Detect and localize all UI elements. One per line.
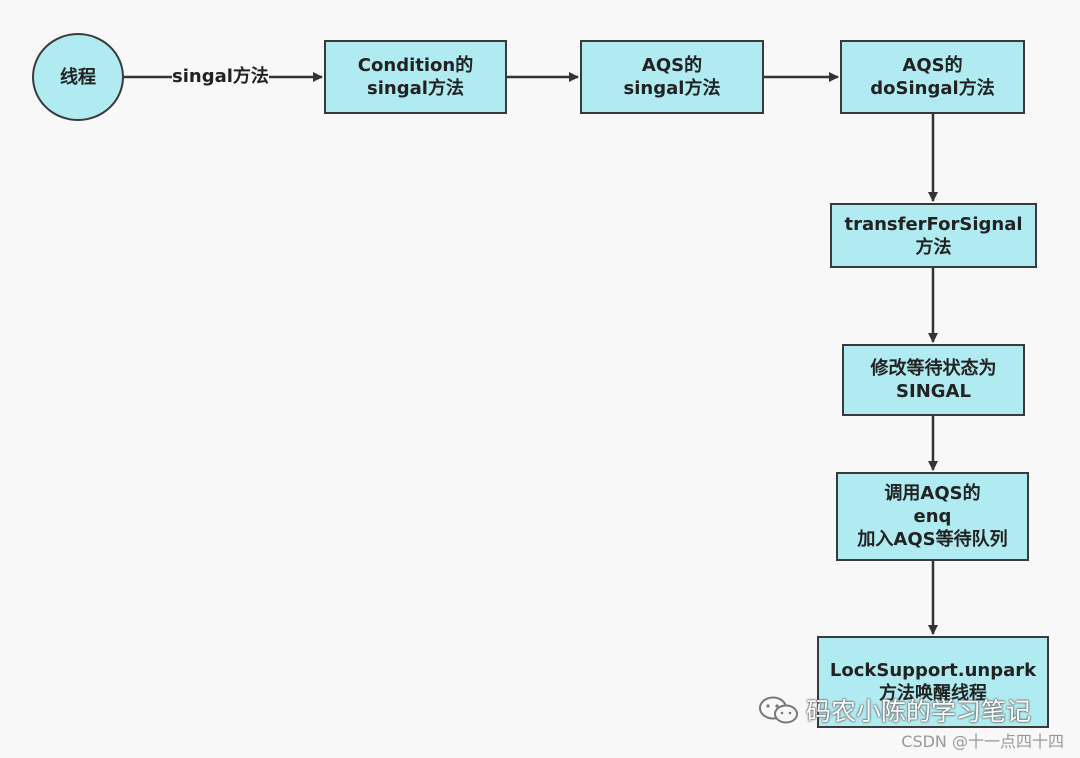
- node-aqs-signal-line2: singal方法: [623, 78, 721, 99]
- node-enq-line2: enq: [913, 506, 952, 527]
- node-modify-status: 修改等待状态为 SINGAL: [842, 344, 1025, 416]
- node-enq: 调用AQS的 enq 加入AQS等待队列: [836, 472, 1029, 561]
- node-enq-line3: 加入AQS等待队列: [857, 529, 1008, 550]
- node-condition-signal: Condition的 singal方法: [324, 40, 507, 114]
- watermark: 码农小陈的学习笔记: [758, 692, 1031, 728]
- csdn-credit: CSDN @十一点四十四: [901, 732, 1064, 751]
- node-aqs-signal-line1: AQS的: [641, 55, 703, 76]
- node-thread-label: 线程: [60, 66, 96, 88]
- node-thread: 线程: [32, 33, 124, 121]
- node-modify-status-line1: 修改等待状态为: [870, 358, 997, 379]
- node-unpark: LockSupport.unpark 方法唤醒线程: [817, 636, 1049, 728]
- node-aqs-signal: AQS的 singal方法: [580, 40, 764, 114]
- node-modify-status-line2: SINGAL: [896, 381, 971, 402]
- node-transfer-line2: 方法: [915, 236, 952, 258]
- node-aqs-dosignal-line2: doSingal方法: [870, 78, 995, 99]
- node-transfer-line1: transferForSignal: [844, 213, 1023, 235]
- node-unpark-line1: LockSupport.unpark: [829, 660, 1037, 681]
- edge-label-singal: singal方法: [172, 66, 269, 88]
- node-condition-signal-line2: singal方法: [367, 78, 464, 99]
- node-aqs-dosignal: AQS的 doSingal方法: [840, 40, 1025, 114]
- node-transfer-for-signal: transferForSignal 方法: [830, 203, 1037, 268]
- watermark-text: 码农小陈的学习笔记: [806, 697, 1032, 726]
- node-aqs-dosignal-line1: AQS的: [902, 55, 963, 76]
- node-condition-signal-line1: Condition的: [357, 55, 474, 76]
- node-unpark-line2: 方法唤醒线程: [879, 683, 987, 704]
- node-enq-line1: 调用AQS的: [884, 483, 981, 504]
- wechat-icon: [758, 695, 800, 725]
